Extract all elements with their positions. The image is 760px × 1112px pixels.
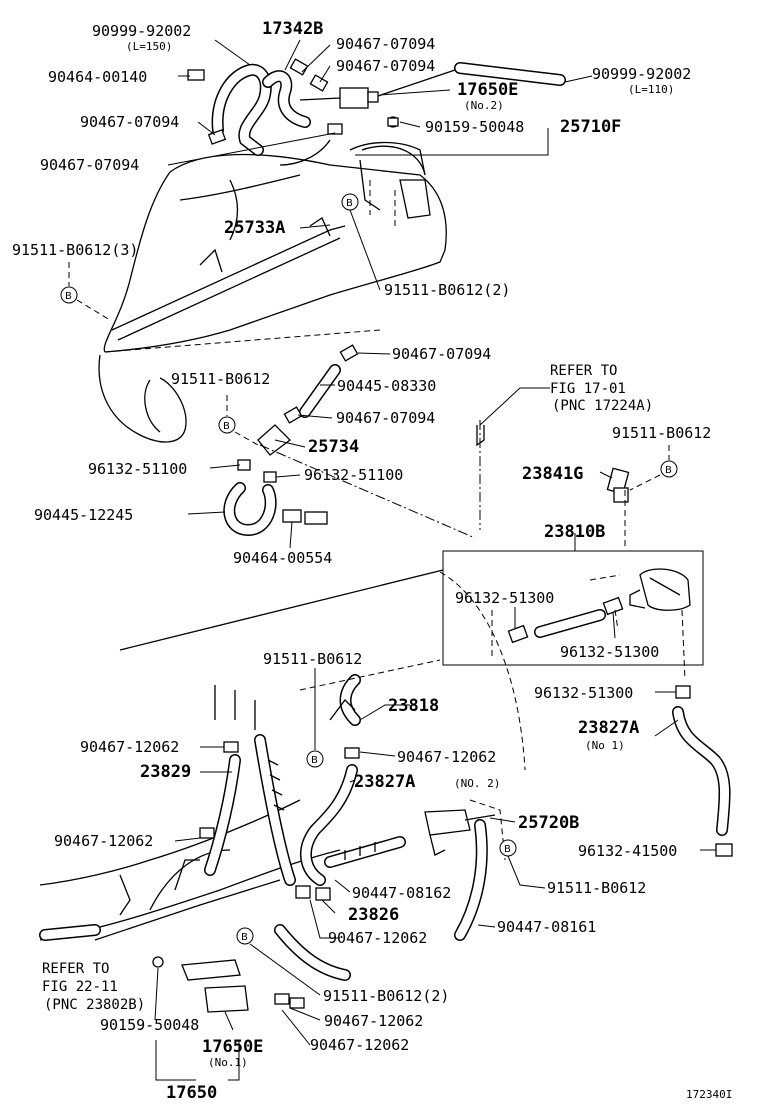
label-23827A-no2: 23827A — [354, 772, 415, 792]
label-90445-12245: 90445-12245 — [34, 506, 133, 524]
label-refer-to-22-11-line1: REFER TO — [42, 961, 109, 977]
filter-assembly-box — [119, 490, 704, 681]
label-23810B: 23810B — [544, 522, 605, 542]
intake-manifold-drawing — [98, 139, 447, 443]
lower-engine-drawing — [39, 571, 526, 1013]
label-23827A-no1-sub: (No 1) — [585, 739, 625, 752]
bolt-marker-label: B — [665, 465, 672, 476]
label-90999-92002-right: 90999-92002 — [592, 65, 691, 83]
label-90445-08330: 90445-08330 — [337, 377, 436, 395]
label-90467-07094-f: 90467-07094 — [336, 409, 435, 427]
mid-vacuum-parts — [223, 344, 630, 539]
label-25733A: 25733A — [224, 218, 285, 238]
figure-id: 172340I — [686, 1088, 732, 1101]
label-96132-41500: 96132-41500 — [578, 842, 677, 860]
label-90467-12062-d: 90467-12062 — [328, 929, 427, 947]
label-90999-92002-top: 90999-92002 — [92, 22, 191, 40]
label-90467-07094-c: 90467-07094 — [80, 113, 179, 131]
label-90159-50048-top: 90159-50048 — [425, 118, 524, 136]
label-90467-12062-b: 90467-12062 — [397, 748, 496, 766]
bolt-marker — [660, 460, 678, 478]
label-17650E-no2-sub: (No.2) — [464, 99, 504, 112]
label-96132-51100-b: 96132-51100 — [304, 466, 403, 484]
label-90464-00140: 90464-00140 — [48, 68, 147, 86]
label-17650E-no2: 17650E — [457, 80, 518, 100]
label-17650E-no1: 17650E — [202, 1037, 263, 1057]
label-90467-07094-b: 90467-07094 — [336, 57, 435, 75]
bolt-marker — [306, 750, 324, 768]
label-96132-51300-c: 96132-51300 — [534, 684, 633, 702]
bolt-markers-upper: B B B B — [60, 193, 678, 478]
label-90467-07094-e: 90467-07094 — [392, 345, 491, 363]
label-23829: 23829 — [140, 762, 191, 782]
label-96132-51300-b: 96132-51300 — [560, 643, 659, 661]
label-91511-B0612-3: 91511-B0612(3) — [12, 241, 138, 259]
label-23827A-no2-sub: (NO. 2) — [454, 777, 500, 790]
label-refer-to-22-11-line2: FIG 22-11 — [42, 979, 118, 995]
label-refer-to-17-01-line2: FIG 17-01 — [550, 381, 626, 397]
bolt-marker-label: B — [223, 421, 230, 432]
label-96132-51100-a: 96132-51100 — [88, 460, 187, 478]
label-90467-12062-c: 90467-12062 — [54, 832, 153, 850]
bolt-marker — [236, 927, 254, 945]
right-hoses — [672, 685, 733, 857]
bolt-marker-label: B — [311, 755, 318, 766]
label-23818: 23818 — [388, 696, 439, 716]
label-23827A-no1: 23827A — [578, 718, 639, 738]
label-90447-08161: 90447-08161 — [497, 918, 596, 936]
label-90999-92002-right-length: (L=110) — [628, 83, 674, 96]
label-90159-50048-bot: 90159-50048 — [100, 1016, 199, 1034]
leader-lines — [68, 39, 716, 1081]
label-23826: 23826 — [348, 905, 399, 925]
label-90467-12062-f: 90467-12062 — [310, 1036, 409, 1054]
label-refer-to-17-01-line3: (PNC 17224A) — [552, 398, 653, 414]
label-90464-00554: 90464-00554 — [233, 549, 332, 567]
bolt-marker-label: B — [504, 844, 511, 855]
label-90467-12062-a: 90467-12062 — [80, 738, 179, 756]
bolt-marker — [60, 286, 78, 304]
label-91511-B0612-2-bot: 91511-B0612(2) — [323, 987, 449, 1005]
label-91511-B0612-low: 91511-B0612 — [263, 650, 362, 668]
part-labels: 90999-92002 (L=150) 17342B 90467-07094 9… — [12, 19, 732, 1103]
label-refer-to-22-11-line3: (PNC 23802B) — [44, 997, 145, 1013]
label-25734: 25734 — [308, 437, 359, 457]
label-25710F: 25710F — [560, 117, 621, 137]
bolt-marker-label: B — [346, 198, 353, 209]
label-17650E-no1-sub: (No.1) — [208, 1056, 248, 1069]
bolt-marker — [218, 416, 236, 434]
bolt-marker-label: B — [241, 932, 248, 943]
label-91511-B0612-2-top: 91511-B0612(2) — [384, 281, 510, 299]
label-90467-12062-e: 90467-12062 — [324, 1012, 423, 1030]
bolt-marker-label: B — [65, 291, 72, 302]
label-25720B: 25720B — [518, 813, 579, 833]
label-91511-B0612-right: 91511-B0612 — [612, 424, 711, 442]
label-23841G: 23841G — [522, 464, 583, 484]
label-91511-B0612-bot: 91511-B0612 — [547, 879, 646, 897]
label-17650: 17650 — [166, 1083, 217, 1103]
label-96132-51300-a: 96132-51300 — [455, 589, 554, 607]
label-refer-to-17-01-line1: REFER TO — [550, 363, 617, 379]
label-90467-07094-d: 90467-07094 — [40, 156, 139, 174]
label-91511-B0612-mid: 91511-B0612 — [171, 370, 270, 388]
label-90999-92002-top-length: (L=150) — [126, 40, 172, 53]
label-17342B: 17342B — [262, 19, 323, 39]
label-90467-07094-a: 90467-07094 — [336, 35, 435, 53]
label-90447-08162: 90447-08162 — [352, 884, 451, 902]
